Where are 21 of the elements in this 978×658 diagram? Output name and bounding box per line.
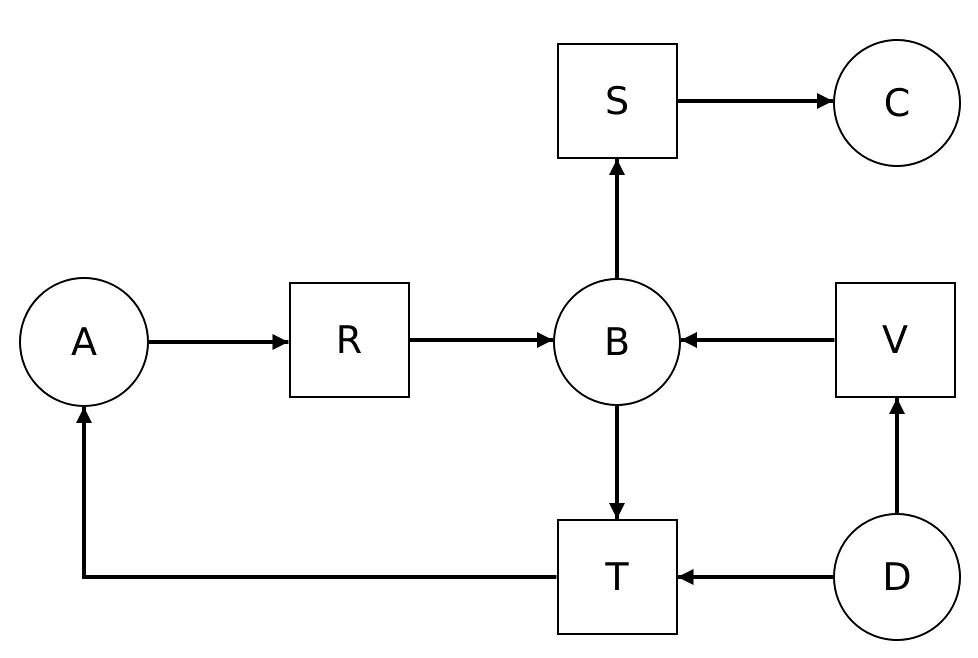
node-label: R — [336, 321, 362, 359]
arrow — [678, 93, 833, 109]
process-box — [288, 282, 410, 398]
node-label: B — [604, 323, 630, 361]
arrow — [609, 159, 625, 278]
arrow — [410, 332, 553, 348]
process-box — [556, 519, 678, 635]
arrow — [609, 406, 625, 519]
process-box — [834, 282, 956, 398]
node-label: S — [604, 82, 630, 120]
node-label: A — [71, 323, 97, 361]
process-box — [556, 43, 678, 159]
node-label: D — [882, 558, 912, 596]
arrow — [76, 407, 556, 579]
arrow — [149, 334, 288, 350]
arrow — [678, 569, 833, 585]
arrow — [681, 332, 834, 348]
node-label: C — [884, 84, 910, 122]
node-label: V — [882, 321, 908, 359]
node-label: T — [605, 558, 629, 596]
arrow — [889, 398, 905, 513]
